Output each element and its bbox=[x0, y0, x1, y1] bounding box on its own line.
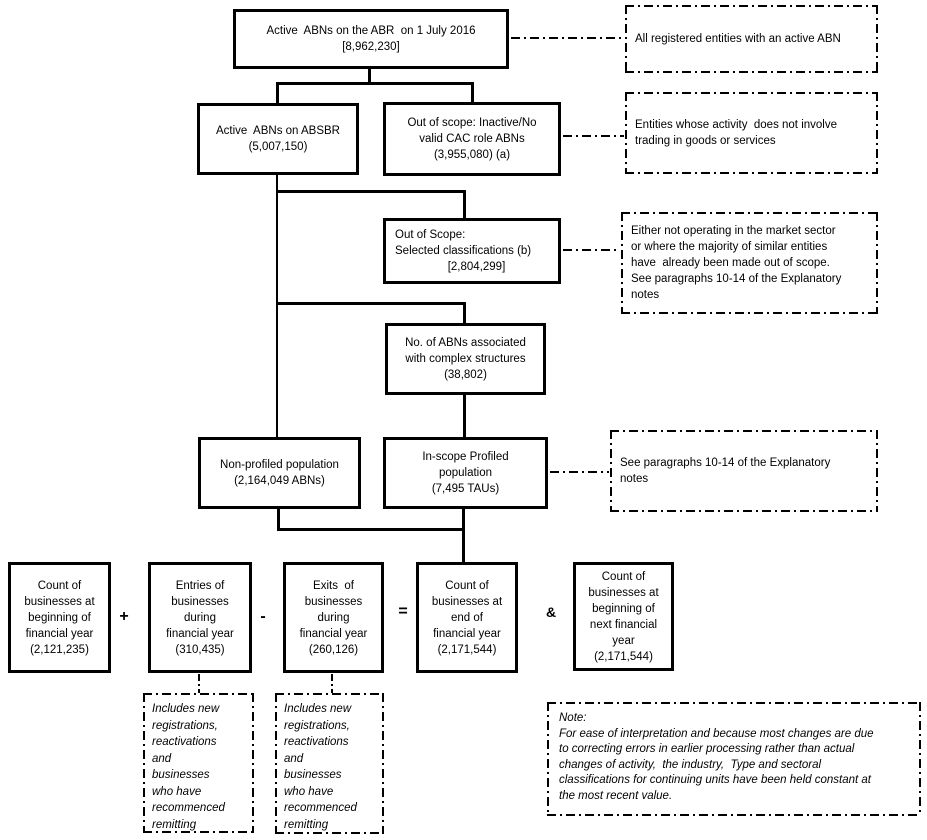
connector-branch-complex-h bbox=[276, 302, 466, 305]
node-out-of-scope-inactive-text: Out of scope: Inactive/No valid CAC role… bbox=[407, 117, 537, 161]
connector-merge-to-count-end bbox=[462, 508, 465, 563]
annotation-not-trading-text: Entities whose activity does not involve… bbox=[635, 119, 837, 147]
node-entries: Entries of businesses during financial y… bbox=[148, 562, 252, 673]
operator-plus: + bbox=[119, 608, 129, 625]
node-in-scope-profiled-population: In-scope Profiled population (7,495 TAUs… bbox=[383, 437, 548, 509]
node-complex-structures-text: No. of ABNs associated with complex stru… bbox=[405, 337, 526, 381]
node-in-scope-profiled-population-text: In-scope Profiled population (7,495 TAUs… bbox=[422, 451, 509, 495]
node-count-end: Count of businesses at end of financial … bbox=[416, 562, 518, 673]
annotation-see-paragraphs-text: See paragraphs 10-14 of the Explanatory … bbox=[620, 457, 831, 485]
node-non-profiled-population: Non-profiled population (2,164,049 ABNs) bbox=[198, 437, 361, 509]
connector-branch-complex-v bbox=[463, 302, 466, 324]
connector-inactive-annotation bbox=[563, 135, 624, 137]
connector-inscope-annotation bbox=[550, 471, 609, 473]
annotation-note-body: For ease of interpretation and because m… bbox=[559, 727, 874, 802]
operator-equals: = bbox=[398, 603, 408, 620]
node-active-abns-absbr-text: Active ABNs on ABSBR (5,007,150) bbox=[215, 125, 340, 153]
node-count-beginning: Count of businesses at beginning of fina… bbox=[8, 562, 111, 673]
connector-branch-selected-h bbox=[276, 190, 466, 193]
node-count-beginning-text: Count of businesses at beginning of fina… bbox=[24, 579, 95, 656]
connector-merge-horizontal bbox=[277, 528, 465, 531]
operator-ampersand: & bbox=[545, 604, 557, 620]
node-entries-text: Entries of businesses during financial y… bbox=[166, 579, 234, 656]
annotation-out-of-scope-reason-text: Either not operating in the market secto… bbox=[631, 225, 842, 301]
connector-abr-annotation bbox=[511, 37, 624, 39]
connector-complex-to-inscope bbox=[463, 394, 466, 438]
annotation-note: Note: For ease of interpretation and bec… bbox=[547, 702, 921, 816]
annotation-includes-entries-text: Includes new registrations, reactivation… bbox=[152, 703, 225, 831]
annotation-includes-exits-text: Includes new registrations, reactivation… bbox=[284, 703, 357, 831]
annotation-note-title: Note: bbox=[559, 712, 587, 724]
node-out-of-scope-selected-text: Out of Scope: Selected classifications (… bbox=[395, 229, 532, 257]
node-active-abns-absbr: Active ABNs on ABSBR (5,007,150) bbox=[197, 103, 359, 175]
node-active-abns-abr-text: Active ABNs on the ABR on 1 July 2016 [8… bbox=[266, 25, 476, 53]
node-count-next-beginning: Count of businesses at beginning of next… bbox=[573, 562, 674, 671]
node-complex-structures: No. of ABNs associated with complex stru… bbox=[385, 323, 546, 395]
connector-exits-note bbox=[331, 674, 333, 693]
annotation-registered-entities-text: All registered entities with an active A… bbox=[635, 33, 841, 45]
node-count-end-text: Count of businesses at end of financial … bbox=[431, 579, 503, 656]
operator-minus: - bbox=[260, 608, 266, 625]
annotation-out-of-scope-reason: Either not operating in the market secto… bbox=[621, 212, 878, 314]
connector-abr-stem bbox=[368, 68, 371, 85]
annotation-includes-entries: Includes new registrations, reactivation… bbox=[143, 693, 254, 833]
node-out-of-scope-inactive: Out of scope: Inactive/No valid CAC role… bbox=[383, 102, 561, 176]
connector-branch-selected-v bbox=[463, 190, 466, 219]
connector-drop-absbr bbox=[276, 82, 279, 104]
node-active-abns-abr: Active ABNs on the ABR on 1 July 2016 [8… bbox=[233, 9, 509, 69]
node-exits: Exits of businesses during financial yea… bbox=[283, 562, 384, 673]
annotation-not-trading: Entities whose activity does not involve… bbox=[625, 92, 878, 174]
annotation-includes-exits: Includes new registrations, reactivation… bbox=[275, 693, 384, 834]
annotation-see-paragraphs: See paragraphs 10-14 of the Explanatory … bbox=[610, 430, 878, 512]
node-out-of-scope-selected: Out of Scope: Selected classifications (… bbox=[383, 218, 561, 284]
connector-merge-left bbox=[277, 508, 280, 531]
connector-selected-annotation bbox=[563, 249, 620, 251]
node-exits-text: Exits of businesses during financial yea… bbox=[299, 579, 368, 656]
connector-drop-out-inactive bbox=[471, 82, 474, 103]
node-out-of-scope-selected-value: [2,804,299] bbox=[447, 261, 506, 273]
connector-trunk bbox=[276, 174, 278, 438]
connector-abr-split bbox=[276, 82, 474, 85]
connector-entries-note bbox=[198, 674, 200, 693]
node-count-next-beginning-text: Count of businesses at beginning of next… bbox=[588, 570, 659, 663]
node-non-profiled-population-text: Non-profiled population (2,164,049 ABNs) bbox=[220, 459, 339, 487]
annotation-registered-entities: All registered entities with an active A… bbox=[625, 5, 878, 73]
